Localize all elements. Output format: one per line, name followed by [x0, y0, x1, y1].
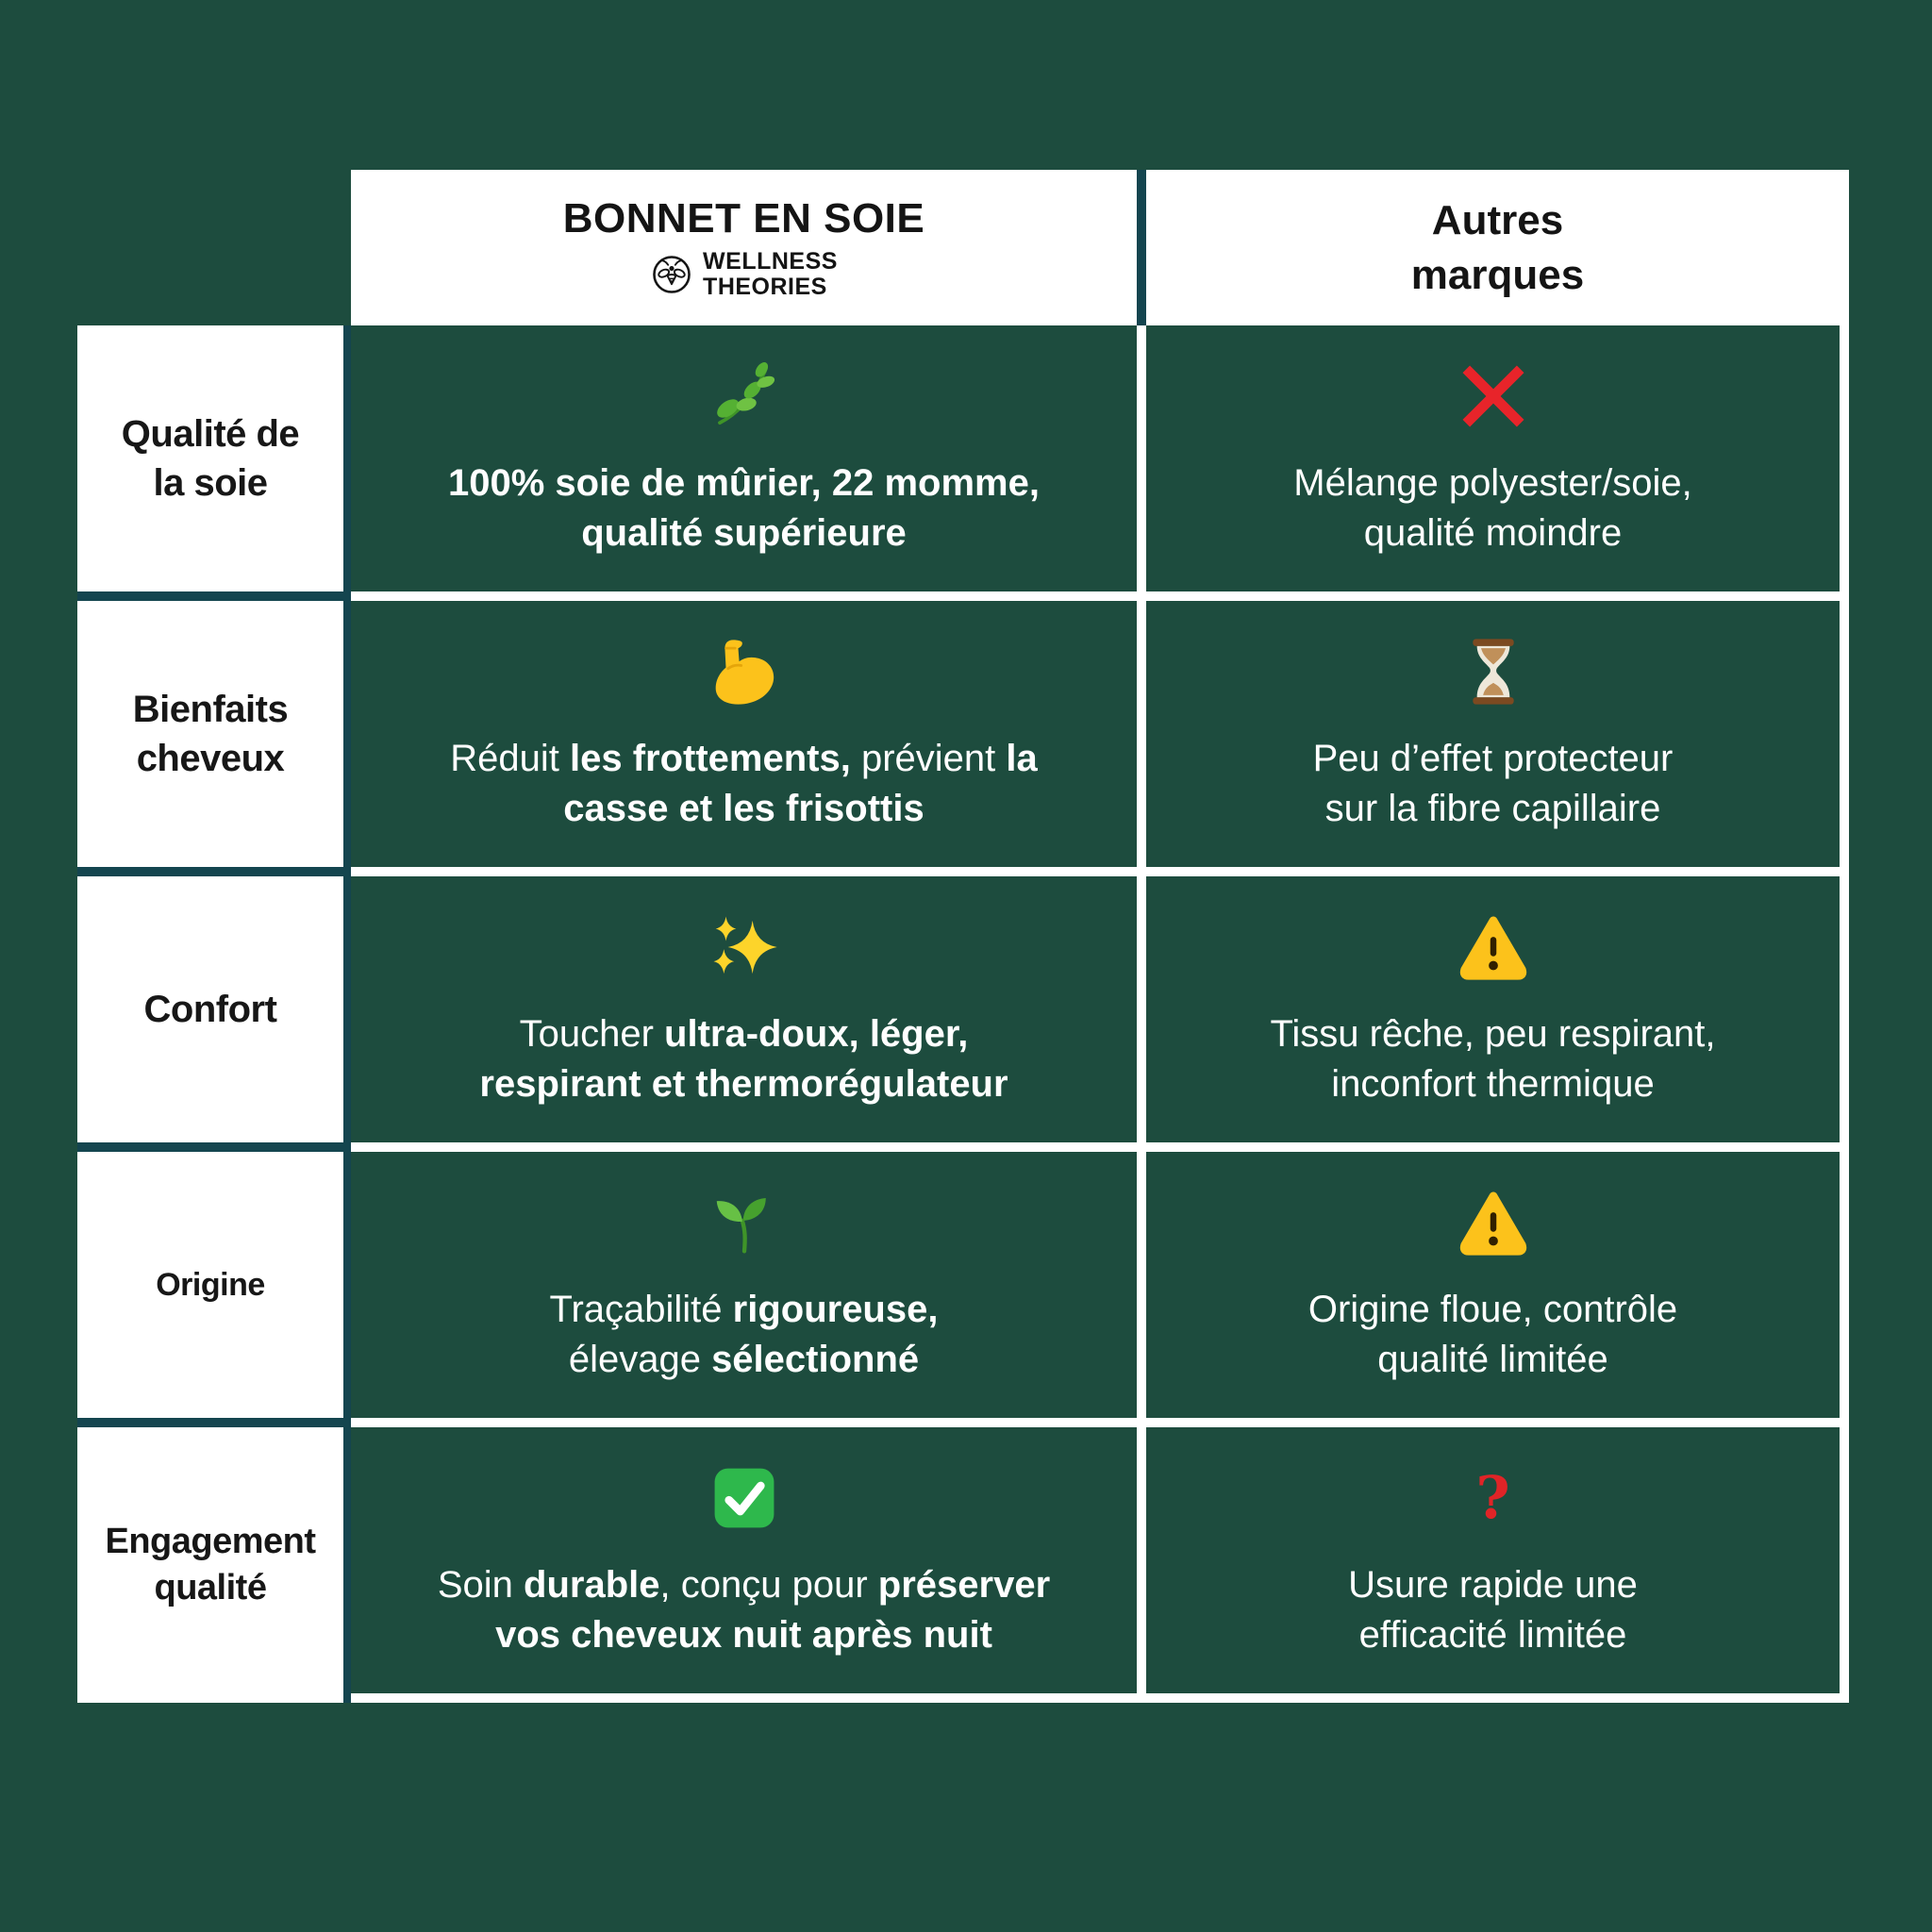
product-cell-text: Toucher ultra-doux, léger,respirant et t… — [479, 1013, 1008, 1105]
header-product-column: BONNET EN SOIE WELLNESS THEORIES — [351, 170, 1146, 325]
row-label-text: Qualité de la soie — [121, 413, 300, 504]
row-label-origine: Origine — [77, 1152, 351, 1427]
row-label-text: Origine — [156, 1266, 265, 1303]
product-column-title: BONNET EN SOIE — [562, 195, 925, 242]
brand-logo-row: WELLNESS THEORIES — [650, 249, 838, 299]
product-cell-text: Traçabilité rigoureuse,élevage sélection… — [549, 1289, 939, 1380]
question-mark-icon: ? — [1475, 1463, 1510, 1533]
row-label-confort: Confort — [77, 876, 351, 1152]
check-mark-icon — [708, 1460, 781, 1536]
others-cell-text: Mélange polyester/soie, qualité moindre — [1293, 462, 1692, 554]
cross-mark-icon — [1457, 358, 1530, 434]
herb-icon — [708, 358, 781, 434]
product-cell-qualite: 100% soie de mûrier, 22 momme,qualité su… — [351, 325, 1146, 601]
others-cell-text: Tissu rêche, peu respirant, inconfort th… — [1270, 1013, 1716, 1105]
others-cell-origine: Origine floue, contrôle qualité limitée — [1146, 1152, 1849, 1427]
hourglass-icon — [1457, 634, 1530, 709]
row-label-engagement: Engagement qualité — [77, 1427, 351, 1703]
others-cell-text: Peu d’effet protecteur sur la fibre capi… — [1312, 738, 1674, 829]
product-cell-confort: Toucher ultra-doux, léger,respirant et t… — [351, 876, 1146, 1152]
flexed-biceps-icon — [708, 634, 781, 709]
row-label-qualite-soie: Qualité de la soie — [77, 325, 351, 601]
warning-icon — [1457, 909, 1530, 985]
others-cell-bienfaits: Peu d’effet protecteur sur la fibre capi… — [1146, 601, 1849, 876]
seedling-icon — [708, 1185, 781, 1260]
product-cell-text: 100% soie de mûrier, 22 momme,qualité su… — [448, 462, 1040, 554]
warning-icon — [1457, 1185, 1530, 1260]
product-cell-origine: Traçabilité rigoureuse,élevage sélection… — [351, 1152, 1146, 1427]
bee-logo-icon — [653, 255, 691, 293]
others-cell-qualite: Mélange polyester/soie, qualité moindre — [1146, 325, 1849, 601]
comparison-table: BONNET EN SOIE WELLNESS THEORIES Autres … — [77, 170, 1849, 1703]
others-cell-confort: Tissu rêche, peu respirant, inconfort th… — [1146, 876, 1849, 1152]
row-label-bienfaits: Bienfaits cheveux — [77, 601, 351, 876]
others-cell-text: Origine floue, contrôle qualité limitée — [1307, 1289, 1678, 1380]
brand-name-line2: THEORIES — [703, 273, 827, 300]
row-label-text: Bienfaits cheveux — [132, 689, 289, 779]
sparkles-icon — [708, 909, 781, 985]
row-label-text: Engagement qualité — [105, 1521, 316, 1607]
others-cell-text: Usure rapide une efficacité limitée — [1348, 1564, 1638, 1656]
others-cell-engagement: ? Usure rapide une efficacité limitée — [1146, 1427, 1849, 1703]
brand-name-line1: WELLNESS — [703, 248, 838, 275]
header-others-column: Autres marques — [1146, 170, 1849, 325]
brand-name: WELLNESS THEORIES — [703, 249, 838, 299]
row-label-text: Confort — [143, 989, 277, 1030]
empty-corner-cell — [77, 170, 351, 325]
others-column-title: Autres marques — [1410, 197, 1585, 298]
